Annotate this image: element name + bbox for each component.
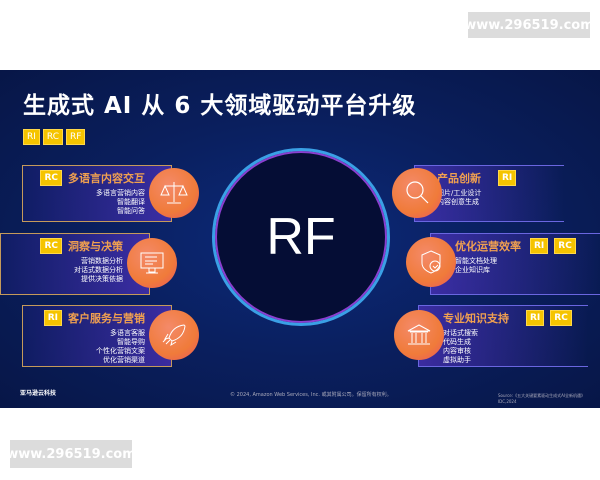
copyright: © 2024, Amazon Web Services, Inc. 或其附属公司… [230, 392, 392, 398]
badge-rc: RC [42, 129, 64, 145]
card-item: 个性化营销文案 [96, 347, 145, 355]
card-item: 图片/工业设计 [437, 189, 482, 197]
card-item: 提供决策依据 [81, 275, 123, 283]
card-badge: RC [40, 238, 62, 254]
card-item: 内容审核 [443, 347, 471, 355]
card-item: 虚拟助手 [443, 356, 471, 364]
card-badge: RI [526, 310, 545, 326]
card-item: 智能导购 [117, 338, 145, 346]
card-item: 智能问答 [117, 207, 145, 215]
card-expertise: 专业知识支持 RI RC 对话式搜索代码生成内容审核虚拟助手 [418, 305, 588, 367]
card-item: 智能文档处理 [455, 257, 497, 265]
card-title: 客户服务与营销 [68, 312, 145, 325]
rocket-icon [149, 310, 199, 360]
center-label: RF [266, 208, 336, 266]
card-title: 产品创新 [437, 172, 481, 185]
card-item: 代码生成 [443, 338, 471, 346]
magnifier-icon [392, 168, 442, 218]
card-item: 企业知识库 [455, 266, 490, 274]
source-note: Source:《五大关键要素驱动生成式AI全新机遇》 IDC,2024 [498, 393, 586, 404]
card-item: 优化营销渠道 [103, 356, 145, 364]
center-circle: RF [212, 148, 390, 326]
card-title: 优化运营效率 [455, 240, 521, 253]
card-badge: RC [40, 170, 62, 186]
card-title: 洞察与决策 [68, 240, 123, 253]
aws-logo: 亚马逊云科技 [20, 390, 57, 397]
badge-rf: RF [66, 129, 86, 145]
shield-check-icon [406, 237, 456, 287]
card-badge: RI [498, 170, 517, 186]
watermark-top: www.296519.com [464, 12, 594, 38]
card-badge: RI [43, 310, 62, 326]
slide-title: 生成式 AI 从 6 大领域驱动平台升级 [23, 93, 417, 119]
scales-icon [149, 168, 199, 218]
card-item: 多语言客服 [110, 329, 145, 337]
card-item: 智能翻译 [117, 198, 145, 206]
card-item: 营销数据分析 [81, 257, 123, 265]
card-badge: RC [550, 310, 572, 326]
watermark-bottom: www.296519.com [6, 440, 136, 468]
card-item: 对话式数据分析 [74, 266, 123, 274]
card-item: 内容创意生成 [437, 198, 479, 206]
monitor-icon [127, 238, 177, 288]
badge-ri: RI [23, 129, 40, 145]
card-item: 多语言营销内容 [96, 189, 145, 197]
card-multilingual: RC 多语言内容交互 多语言营销内容智能翻译智能问答 [22, 165, 172, 222]
institution-icon [394, 310, 444, 360]
card-title: 专业知识支持 [443, 312, 509, 325]
card-operations: 优化运营效率 RI RC 智能文档处理企业知识库 [430, 233, 600, 295]
card-badge: RC [554, 238, 576, 254]
card-customer-service: RI 客户服务与营销 多语言客服智能导购个性化营销文案优化营销渠道 [22, 305, 172, 367]
card-item: 对话式搜索 [443, 329, 478, 337]
card-badge: RI [530, 238, 549, 254]
card-title: 多语言内容交互 [68, 172, 145, 185]
